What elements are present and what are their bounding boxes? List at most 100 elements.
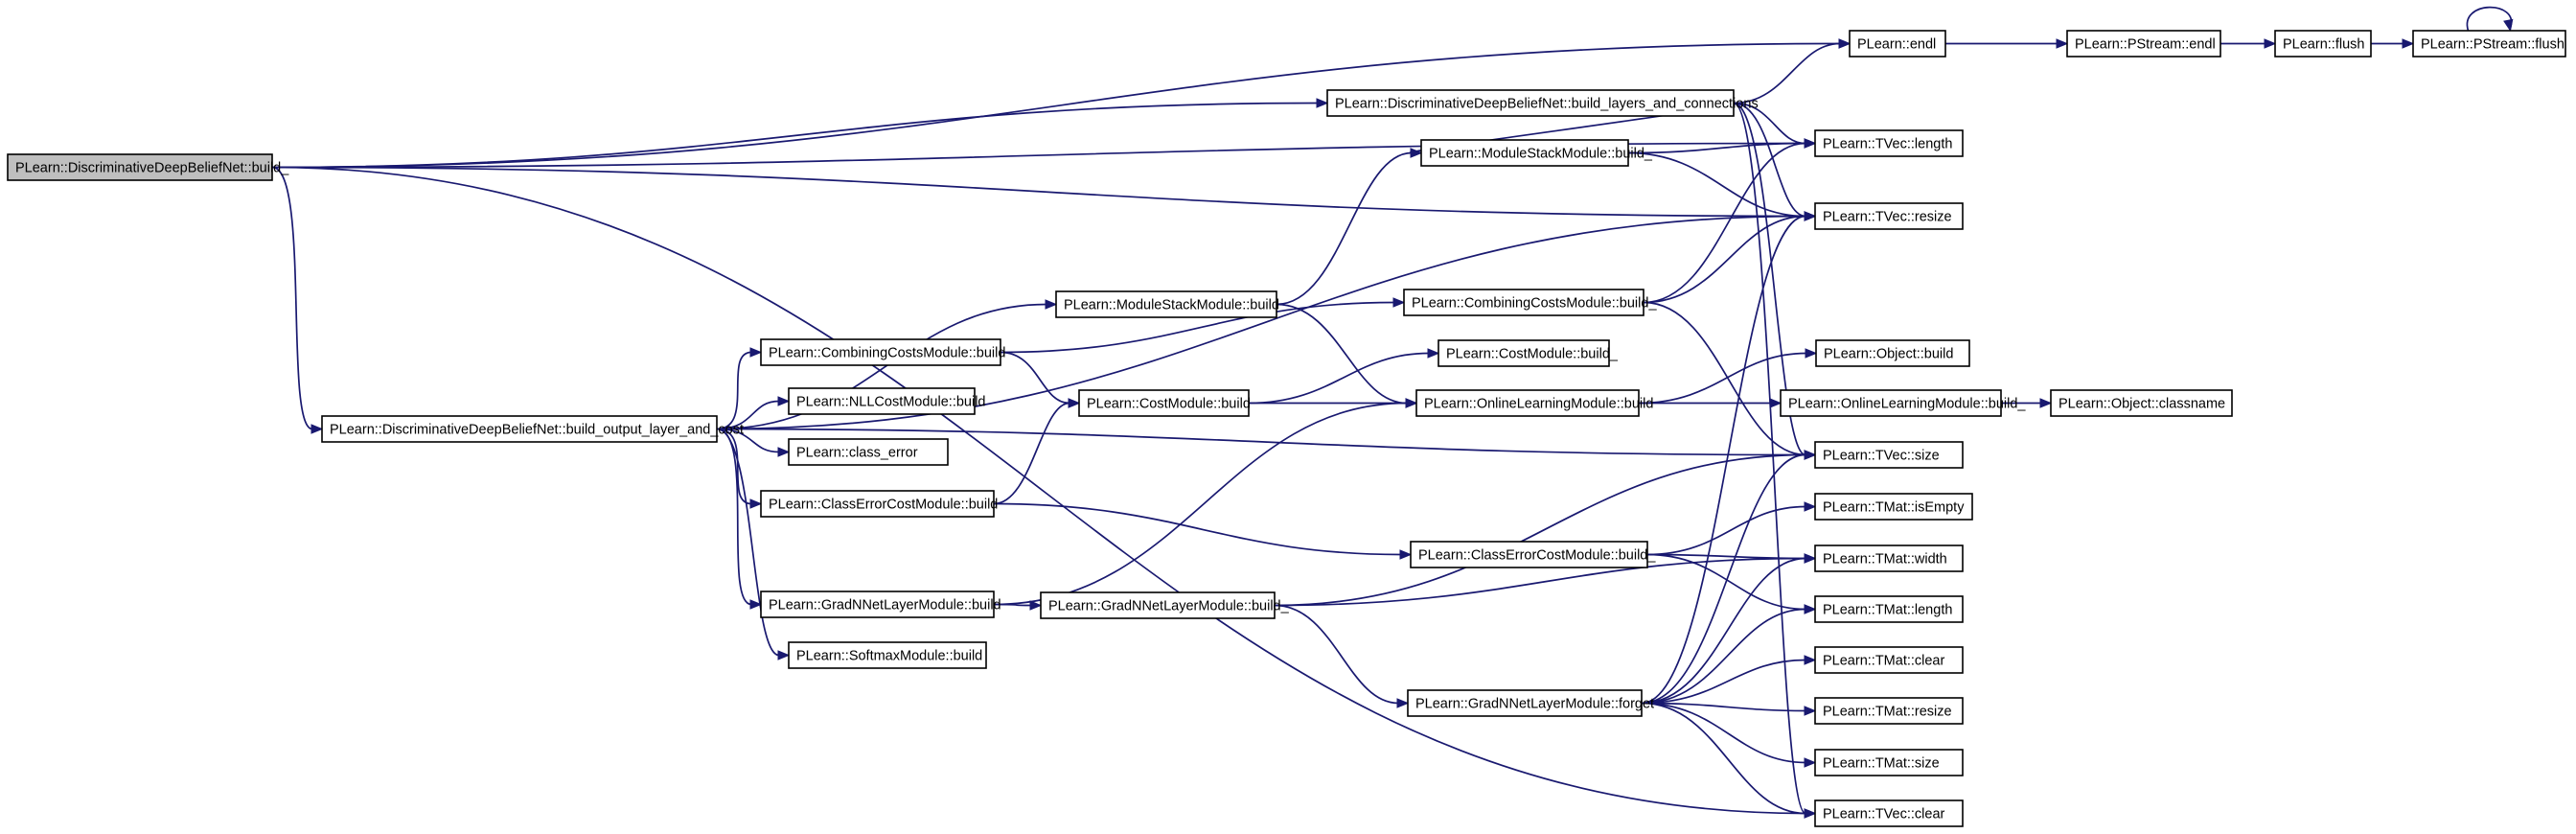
- edge-olm-build-to-obj-build: [1638, 348, 1818, 405]
- edge-msm-build--to-tvec-length: [1627, 138, 1817, 154]
- edge-outlayer-to-ccm-build: [716, 347, 763, 430]
- node-olm-build[interactable]: PLearn::OnlineLearningModule::build: [1415, 389, 1653, 417]
- node-tvec-size[interactable]: PLearn::TVec::size: [1814, 441, 1964, 469]
- node-msm-build[interactable]: PLearn::ModuleStackModule::build: [1055, 290, 1279, 318]
- node-box: [760, 338, 1001, 366]
- node-olm-build-[interactable]: PLearn::OnlineLearningModule::build_: [1780, 389, 2026, 417]
- node-tvec-length[interactable]: PLearn::TVec::length: [1814, 129, 1964, 157]
- node-box: [1814, 202, 1964, 230]
- edge-arrowhead: [1804, 501, 1817, 512]
- node-label: PLearn::TMat::clear: [1823, 653, 1944, 668]
- node-label: PLearn::TMat::resize: [1823, 704, 1952, 719]
- node-label: PLearn::endl: [1857, 36, 1936, 52]
- node-tmat-length[interactable]: PLearn::TMat::length: [1814, 595, 1964, 623]
- edge-line: [1641, 608, 1806, 705]
- edge-arrowhead: [1316, 98, 1329, 108]
- edge-line: [1646, 553, 1806, 611]
- edge-arrowhead: [1410, 148, 1423, 158]
- edge-ccm-build--to-tvec-length: [1643, 138, 1817, 304]
- edge-cecm-build-to-cecm-build-: [993, 502, 1413, 560]
- node-box: [1814, 799, 1964, 827]
- node-pstream-flush[interactable]: PLearn::PStream::flush: [2412, 30, 2566, 58]
- node-cm-build-[interactable]: PLearn::CostModule::build_: [1438, 339, 1619, 367]
- edge-line: [2466, 6, 2513, 32]
- node-outlayer[interactable]: PLearn::DiscriminativeDeepBeliefNet::bui…: [321, 415, 744, 443]
- edge-line: [716, 351, 752, 430]
- node-gnn-forget[interactable]: PLearn::GradNNetLayerModule::forget: [1407, 689, 1654, 717]
- edge-line: [1641, 215, 1806, 705]
- node-tmat-size[interactable]: PLearn::TMat::size: [1814, 749, 1964, 776]
- edge-line: [271, 42, 1841, 169]
- edge-cecm-build-to-cm-build: [993, 398, 1081, 505]
- node-tmat-isempty[interactable]: PLearn::TMat::isEmpty: [1814, 493, 1973, 521]
- node-box: [1814, 749, 1964, 776]
- edge-line: [271, 166, 313, 430]
- node-box: [760, 490, 995, 518]
- edge-arrowhead: [2056, 38, 2069, 49]
- node-tvec-clear[interactable]: PLearn::TVec::clear: [1814, 799, 1964, 827]
- node-cm-build[interactable]: PLearn::CostModule::build: [1078, 389, 1251, 417]
- node-label: PLearn::GradNNetLayerModule::forget: [1415, 696, 1654, 711]
- node-nll-build[interactable]: PLearn::NLLCostModule::build: [788, 387, 985, 415]
- edge-cecm-build--to-tmat-isempty: [1646, 501, 1817, 556]
- edge-arrowhead: [1804, 211, 1817, 221]
- edge-arrowhead: [777, 396, 791, 406]
- node-obj-classname[interactable]: PLearn::Object::classname: [2050, 389, 2233, 417]
- node-gnn-build[interactable]: PLearn::GradNNetLayerModule::build: [760, 591, 1001, 618]
- node-box: [1849, 30, 1946, 58]
- edge-line: [1641, 702, 1806, 815]
- node-tmat-resize[interactable]: PLearn::TMat::resize: [1814, 697, 1964, 725]
- edge-line: [716, 303, 1047, 430]
- node-box: [1780, 389, 2002, 417]
- node-layersconn[interactable]: PLearn::DiscriminativeDeepBeliefNet::bui…: [1326, 89, 1759, 117]
- node-box: [788, 387, 976, 415]
- node-flush[interactable]: PLearn::flush: [2274, 30, 2372, 58]
- node-tvec-resize[interactable]: PLearn::TVec::resize: [1814, 202, 1964, 230]
- node-tmat-width[interactable]: PLearn::TMat::width: [1814, 544, 1964, 572]
- node-label: PLearn::OnlineLearningModule::build: [1424, 396, 1653, 411]
- edge-arrowhead: [1029, 600, 1043, 611]
- node-box: [788, 641, 987, 669]
- edge-arrowhead: [1068, 398, 1081, 408]
- node-pstream-endl[interactable]: PLearn::PStream::endl: [2066, 30, 2221, 58]
- edge-line: [1733, 42, 1841, 104]
- node-softmax-build[interactable]: PLearn::SoftmaxModule::build: [788, 641, 987, 669]
- edge-gnn-forget-to-tvec-resize: [1641, 211, 1817, 705]
- node-box: [1410, 541, 1648, 568]
- node-gnn-build-[interactable]: PLearn::GradNNetLayerModule::build_: [1040, 591, 1290, 619]
- node-msm-build-[interactable]: PLearn::ModuleStackModule::build_: [1420, 139, 1653, 167]
- node-box: [321, 415, 718, 443]
- node-label: PLearn::TMat::isEmpty: [1823, 499, 1965, 515]
- edge-pstream-flush-to-pstream-flush: [2466, 6, 2514, 33]
- node-label: PLearn::CostModule::build_: [1446, 346, 1619, 361]
- node-box: [2066, 30, 2221, 58]
- edge-arrowhead: [1804, 604, 1817, 614]
- node-label: PLearn::CombiningCostsModule::build: [769, 345, 1005, 360]
- node-ccm-build[interactable]: PLearn::CombiningCostsModule::build: [760, 338, 1005, 366]
- node-ccm-build-[interactable]: PLearn::CombiningCostsModule::build_: [1403, 289, 1657, 316]
- node-endl[interactable]: PLearn::endl: [1849, 30, 1946, 58]
- edge-msm-build-to-olm-build: [1276, 303, 1418, 408]
- node-cecm-build-[interactable]: PLearn::ClassErrorCostModule::build_: [1410, 541, 1656, 568]
- node-obj-build[interactable]: PLearn::Object::build: [1815, 339, 1970, 367]
- edge-outlayer-to-softmax-build: [716, 428, 791, 660]
- node-label: PLearn::PStream::endl: [2075, 36, 2216, 52]
- edge-arrowhead: [749, 599, 763, 610]
- node-class-error[interactable]: PLearn::class_error: [788, 438, 949, 466]
- edge-line: [1641, 453, 1806, 705]
- edge-line: [1733, 102, 1806, 456]
- node-cecm-build[interactable]: PLearn::ClassErrorCostModule::build: [760, 490, 998, 518]
- edge-line: [1276, 303, 1408, 405]
- node-box: [1814, 129, 1964, 157]
- edge-line: [1643, 142, 1806, 304]
- edge-line: [1641, 557, 1806, 705]
- edge-arrowhead: [749, 498, 763, 509]
- node-root[interactable]: PLearn::DiscriminativeDeepBeliefNet::bui…: [7, 153, 289, 181]
- edge-arrowhead: [777, 447, 791, 457]
- edge-line: [1733, 102, 1806, 218]
- node-label: PLearn::CombiningCostsModule::build_: [1412, 295, 1657, 311]
- edge-arrowhead: [1804, 655, 1817, 665]
- edge-line: [1641, 702, 1806, 764]
- node-tmat-clear[interactable]: PLearn::TMat::clear: [1814, 646, 1964, 674]
